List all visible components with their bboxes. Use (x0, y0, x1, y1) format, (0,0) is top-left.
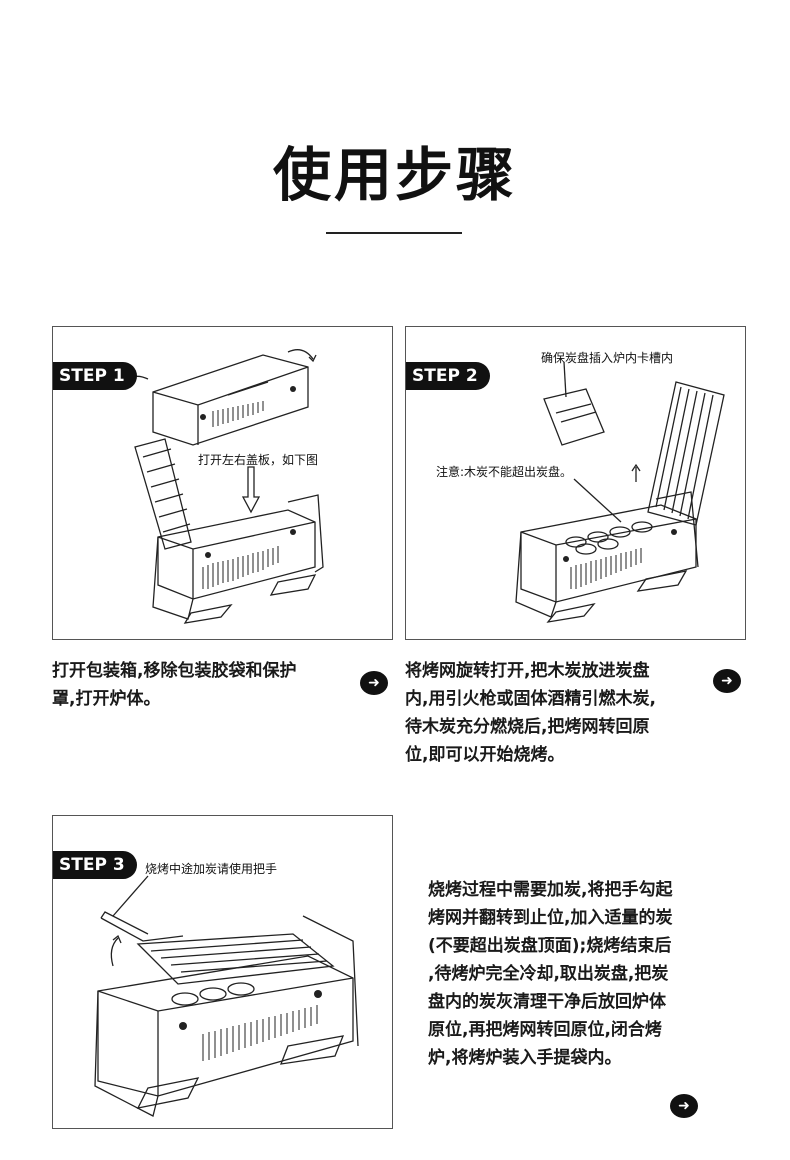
step-1-next-button[interactable]: ➜ (360, 671, 388, 695)
step-3-badge: STEP 3 (53, 851, 137, 879)
step-1-line: 打开包装箱,移除包装胶袋和保护 (52, 661, 297, 681)
step-2-callout-slot: 确保炭盘插入炉内卡槽内 (541, 351, 674, 365)
step-3-callout: 烧烤中途加炭请使用把手 (145, 862, 278, 876)
arrow-right-icon: ➜ (368, 675, 380, 691)
step-2-line: 将烤网旋转打开,把木炭放进炭盘 (405, 661, 650, 681)
step-3-line: 原位,再把烤网转回原位,闭合烤 (428, 1020, 662, 1040)
step-3-line: 烤网并翻转到止位,加入适量的炭 (428, 908, 673, 928)
page-title: 使用步骤 (272, 141, 517, 209)
step-1-description: 打开包装箱,移除包装胶袋和保护 罩,打开炉体。 (52, 657, 352, 713)
step-2-next-button[interactable]: ➜ (713, 669, 741, 693)
step-3-line: 炉,将烤炉装入手提袋内。 (428, 1048, 622, 1068)
step-3-line: ,待烤炉完全冷却,取出炭盘,把炭 (428, 964, 669, 984)
step-3-line: 烧烤过程中需要加炭,将把手勾起 (428, 880, 673, 900)
step-2-badge: STEP 2 (406, 362, 490, 390)
step-1-illustration-panel: STEP 1 打开左右盖板，如下图 (52, 326, 393, 640)
step-3-grill-drawing (94, 875, 359, 1117)
step-2-line: 待木炭充分燃烧后,把烤网转回原 (405, 717, 650, 737)
step-3-illustration-panel: STEP 3 烧烤中途加炭请使用把手 (52, 815, 393, 1129)
step-3-description: 烧烤过程中需要加炭,将把手勾起 烤网并翻转到止位,加入适量的炭 (不要超出炭盘顶… (428, 876, 728, 1072)
arrow-right-icon: ➜ (678, 1098, 690, 1114)
arrow-right-icon: ➜ (721, 673, 733, 689)
step-3-line: 盘内的炭灰清理干净后放回炉体 (428, 992, 666, 1012)
step-2-line: 位,即可以开始烧烤。 (405, 745, 565, 765)
step-2-description: 将烤网旋转打开,把木炭放进炭盘 内,用引火枪或固体酒精引燃木炭, 待木炭充分燃烧… (405, 657, 705, 769)
step-1-line: 罩,打开炉体。 (52, 689, 161, 709)
step-3-next-button[interactable]: ➜ (670, 1094, 698, 1118)
title-divider (326, 232, 462, 234)
step-1-badge: STEP 1 (53, 362, 137, 390)
step-3-line: (不要超出炭盘顶面);烧烤结束后 (428, 936, 672, 956)
step-2-grill-drawing (515, 361, 725, 623)
step-1-callout: 打开左右盖板，如下图 (198, 453, 319, 467)
step-2-line: 内,用引火枪或固体酒精引燃木炭, (405, 689, 656, 709)
step-2-illustration-panel: STEP 2 确保炭盘插入炉内卡槽内 注意:木炭不能超出炭盘。 (405, 326, 746, 640)
step-2-callout-warning: 注意:木炭不能超出炭盘。 (436, 465, 573, 479)
